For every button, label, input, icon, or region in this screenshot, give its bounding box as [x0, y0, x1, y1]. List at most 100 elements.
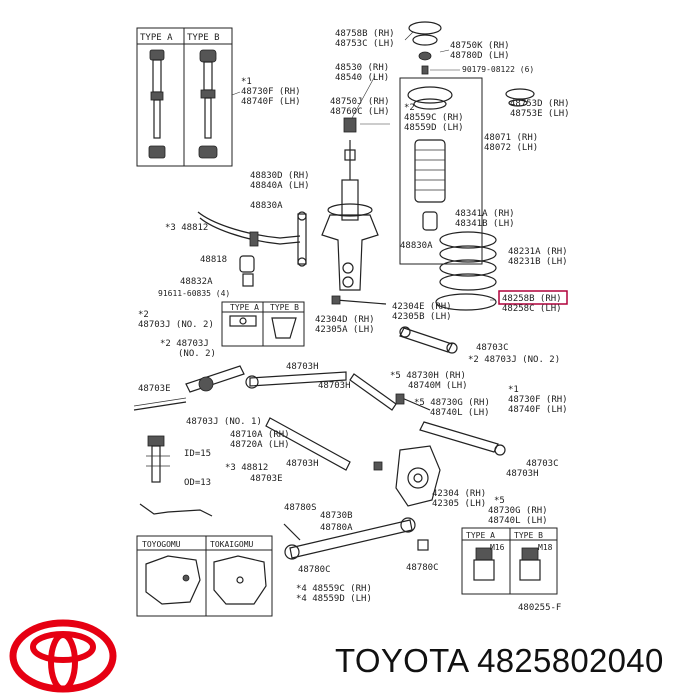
label-type-a: TYPE A — [140, 33, 173, 43]
type-ab-inset-mid — [221, 301, 305, 347]
callout-48830a-upper: 48830A — [250, 201, 283, 211]
label-toyogomu: TOYOGOMU — [142, 540, 181, 549]
callout-48780a: 48780A — [320, 523, 353, 533]
callout-48780s: 48780S — [284, 503, 317, 513]
dim-id-15: ID=15 — [184, 449, 211, 459]
callout-48780c-left: 48780C — [298, 565, 331, 575]
callout-42304d-rh: 42304D (RH) — [315, 315, 375, 325]
callout-48703j-no2-left: 48703J (NO. 2) — [138, 320, 214, 330]
callout-48740f-lh-mid: 48740F (LH) — [508, 405, 568, 415]
callout-48750k-rh: 48750K (RH) — [450, 41, 510, 51]
label-type-b: TYPE B — [187, 33, 220, 43]
callout-48818: 48818 — [200, 255, 227, 265]
callout-42305-lh: 42305 (LH) — [432, 499, 486, 509]
label-tokaigomu: TOKAIGOMU — [210, 540, 254, 549]
upper-mount-parts — [404, 21, 460, 75]
label-m16: M16 — [490, 543, 505, 552]
callout-star2-48703j-left: *2 48703J — [160, 339, 209, 349]
callout-91611-60835: 91611-60835 (4) — [158, 289, 230, 298]
callout-48832a: 48832A — [180, 277, 213, 287]
callout-48710a-rh: 48710A (RH) — [230, 430, 290, 440]
coil-spring — [435, 231, 497, 311]
callout-48780c-right: 48780C — [406, 563, 439, 573]
callout-48703h-mid: 48703H — [318, 381, 351, 391]
callout-48703c-mid: 48703C — [476, 343, 509, 353]
diagram-reference-number: 480255-F — [518, 603, 561, 613]
target-part-highlight — [498, 290, 568, 305]
callout-no2-left: (NO. 2) — [178, 349, 216, 359]
ref-star5-right: *5 — [494, 496, 505, 506]
callout-48072-lh: 48072 (LH) — [484, 143, 538, 153]
callout-48703e-left: 48703E — [138, 384, 171, 394]
callout-star4-48559d-lh: *4 48559D (LH) — [296, 594, 372, 604]
callout-48740f-lh: 48740F (LH) — [241, 97, 301, 107]
callout-48703c-lower: 48703C — [526, 459, 559, 469]
callout-42304e-rh: 42304E (RH) — [392, 302, 452, 312]
ref-star1-top: *1 — [241, 77, 252, 87]
callout-42304-rh: 42304 (RH) — [432, 489, 486, 499]
callout-48753c-lh: 48753C (LH) — [335, 39, 395, 49]
bushing-dimension-detail — [139, 435, 213, 517]
callout-48258c-lh: 48258C (LH) — [502, 304, 562, 314]
callout-48830a-lower: 48830A — [400, 241, 433, 251]
callout-48703j-no1: 48703J (NO. 1) — [186, 417, 262, 427]
ref-star2-top: *2 — [404, 103, 415, 113]
lateral-link-arms — [133, 365, 431, 411]
callout-90179-08122: 90179-08122 (6) — [462, 65, 534, 74]
ref-star2-mid: *2 — [138, 310, 149, 320]
brand-part-title: TOYOTA 4825802040 — [335, 642, 664, 680]
callout-star2-48703j-right: *2 48703J (NO. 2) — [468, 355, 560, 365]
label-type-b-mid: TYPE B — [270, 303, 299, 312]
bracket-48818 — [239, 255, 255, 287]
spring-upper-inset — [399, 77, 483, 265]
callout-star4-48559c-rh: *4 48559C (RH) — [296, 584, 372, 594]
shock-absorber-strut — [321, 75, 390, 291]
part-number: 4825802040 — [477, 642, 664, 679]
callout-48740l-lh-mid: 48740L (LH) — [430, 408, 490, 418]
callout-48740l-lh-lower: 48740L (LH) — [488, 516, 548, 526]
callout-48559c-rh: 48559C (RH) — [404, 113, 464, 123]
label-type-a-mid: TYPE A — [230, 303, 259, 312]
nut-type-inset — [461, 527, 558, 595]
callout-48703h-lower: 48703H — [286, 459, 319, 469]
callout-star5-48730g-rh: *5 48730G (RH) — [414, 398, 490, 408]
callout-48753d-rh: 48753D (RH) — [510, 99, 570, 109]
callout-48703h-right: 48703H — [506, 469, 539, 479]
bushing-right — [505, 88, 535, 107]
callout-48231b-lh: 48231B (LH) — [508, 257, 568, 267]
upper-control-arm — [399, 326, 458, 354]
label-type-a-nut: TYPE A — [466, 531, 495, 540]
type-ab-inset-top: TYPE A TYPE B — [136, 27, 233, 167]
callout-48231a-rh: 48231A (RH) — [508, 247, 568, 257]
trailing-arm — [265, 417, 506, 471]
callout-48720a-lh: 48720A (LH) — [230, 440, 290, 450]
callout-48730f-rh-mid: 48730F (RH) — [508, 395, 568, 405]
callout-48258b-rh: 48258B (RH) — [502, 294, 562, 304]
callout-48730g-rh-lower: 48730G (RH) — [488, 506, 548, 516]
callout-48753e-lh: 48753E (LH) — [510, 109, 570, 119]
callout-48760c-lh: 48760C (LH) — [330, 107, 390, 117]
callout-48703e-lower: 48703E — [250, 474, 283, 484]
callout-42305b-lh: 42305B (LH) — [392, 312, 452, 322]
callout-48812-star3-upper: *3 48812 — [165, 223, 208, 233]
callout-48703h-upper: 48703H — [286, 362, 319, 372]
callout-48530-rh: 48530 (RH) — [335, 63, 389, 73]
dim-od-13: OD=13 — [184, 478, 211, 488]
ref-star1-mid: *1 — [508, 385, 519, 395]
callout-48559d-lh: 48559D (LH) — [404, 123, 464, 133]
callout-48540-lh: 48540 (LH) — [335, 73, 389, 83]
callout-star5-48730h-rh: *5 48730H (RH) — [390, 371, 466, 381]
callout-48750j-rh: 48750J (RH) — [330, 97, 390, 107]
toyota-logo-icon — [9, 619, 117, 693]
callout-48740m-lh: 48740M (LH) — [408, 381, 468, 391]
callout-48730f-rh: 48730F (RH) — [241, 87, 301, 97]
stabilizer-bar — [197, 211, 307, 267]
callout-48830d-rh: 48830D (RH) — [250, 171, 310, 181]
axle-carrier-knuckle — [373, 445, 441, 507]
callout-48341b-lh: 48341B (LH) — [455, 219, 515, 229]
callout-48730b: 48730B — [320, 511, 353, 521]
callout-48341a-rh: 48341A (RH) — [455, 209, 515, 219]
spring-insulator-ring — [435, 293, 497, 311]
bushing-maker-inset — [136, 535, 273, 617]
